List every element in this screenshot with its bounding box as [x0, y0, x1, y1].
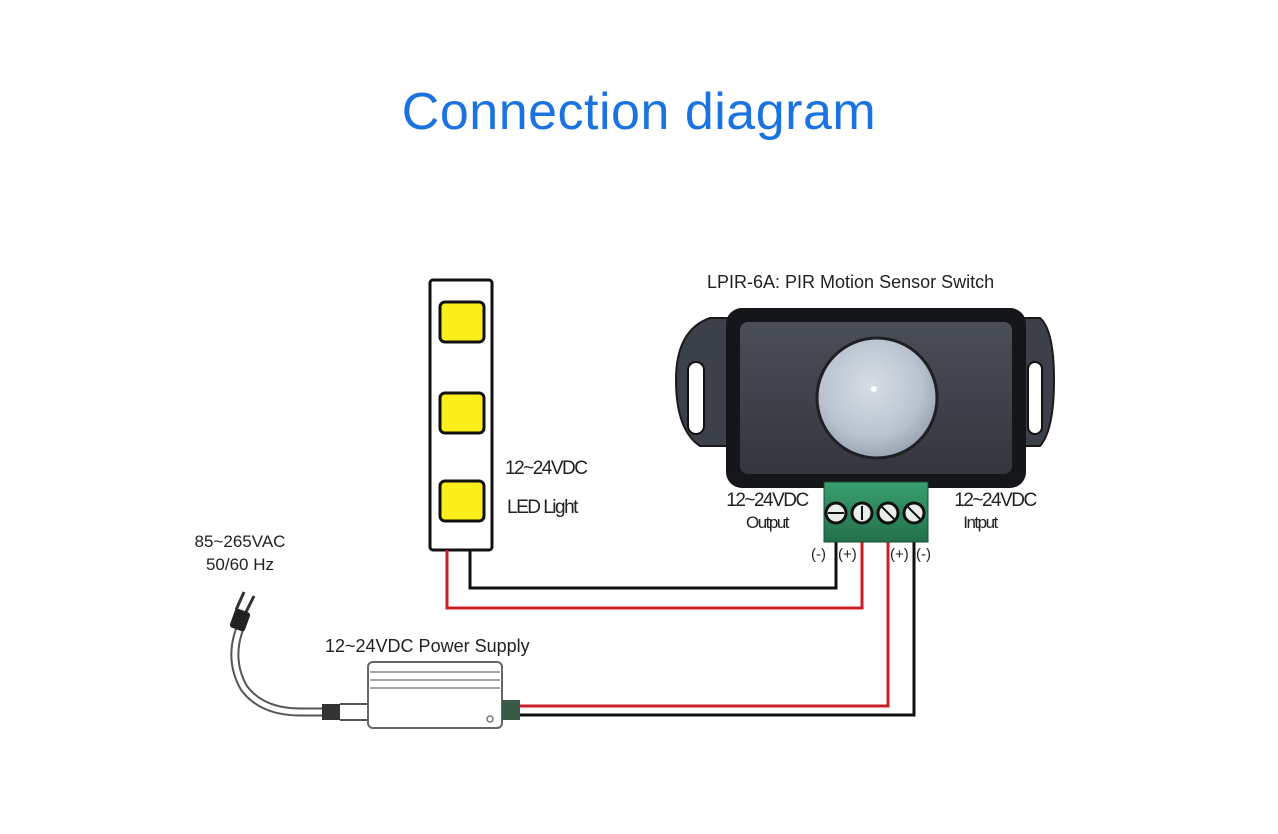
sensor-label: LPIR-6A: PIR Motion Sensor Switch	[707, 272, 995, 292]
pir-dome	[815, 336, 939, 460]
terminal-screw	[876, 501, 900, 525]
output-voltage-label: 12~24VDC	[726, 490, 809, 511]
power-supply	[367, 661, 520, 729]
output-label: Output	[745, 513, 790, 532]
input-label: Intput	[963, 513, 998, 532]
led-voltage-label: 12~24VDC	[505, 458, 588, 479]
wire-psu-positive	[520, 540, 890, 708]
ac-plug	[229, 591, 369, 721]
terminal-label-input-positive: (+)	[890, 546, 909, 563]
ac-frequency-label: 50/60 Hz	[205, 555, 275, 574]
terminal-screw	[902, 501, 926, 525]
dc-connector	[322, 704, 340, 720]
diagram-title: Connection diagram	[401, 83, 877, 141]
wire-led-positive	[445, 540, 864, 610]
terminal-label-input-negative: (-)	[916, 546, 931, 563]
terminal-screw	[850, 501, 874, 525]
terminal-screw	[824, 501, 848, 525]
input-voltage-label: 12~24VDC	[954, 490, 1037, 511]
mounting-slot-left	[687, 361, 705, 435]
wire-psu-negative	[520, 540, 916, 717]
terminal-label-output-negative: (-)	[811, 546, 826, 563]
power-supply-output-connector	[502, 700, 520, 720]
led-chip	[438, 391, 486, 435]
mounting-slot-right	[1027, 361, 1043, 435]
led-chip	[438, 300, 486, 344]
pir-dome-highlight	[871, 386, 877, 392]
led-chip	[438, 479, 486, 523]
power-supply-case	[367, 661, 503, 729]
led-name-label: LED Light	[507, 497, 578, 518]
ac-voltage-label: 85~265VAC	[194, 532, 286, 551]
pir-sensor	[674, 308, 1056, 543]
terminal-label-output-positive: (+)	[838, 546, 857, 563]
led-strip	[428, 278, 494, 552]
power-supply-label: 12~24VDC Power Supply	[325, 636, 530, 656]
wire-led-negative	[468, 540, 838, 590]
